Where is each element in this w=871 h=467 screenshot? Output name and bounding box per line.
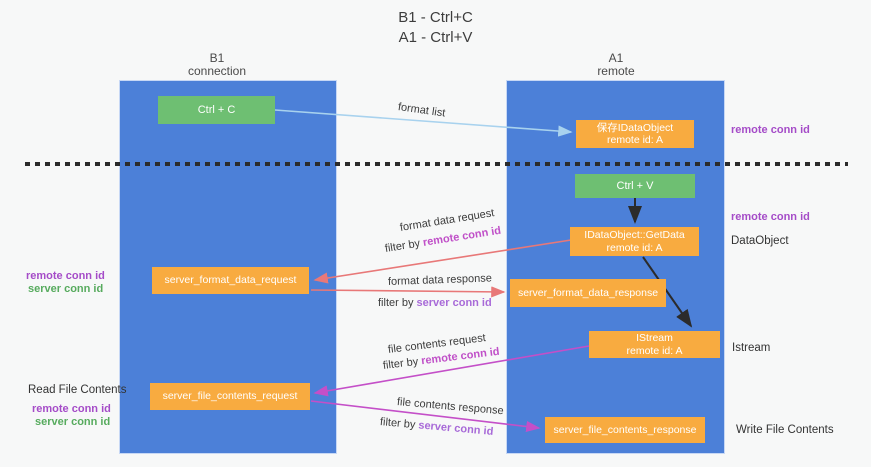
server-format-data-response-label: server_format_data_response <box>517 286 659 299</box>
getdata-to-istream-arrow <box>642 256 693 328</box>
column-a1-name: A1 <box>608 51 624 65</box>
left-server-conn-id-2: server conn id <box>35 416 111 428</box>
ctrl-c-box: Ctrl + C <box>158 96 275 124</box>
diagram-title: B1 - Ctrl+C A1 - Ctrl+V <box>0 8 871 48</box>
server-conn-id-text: server conn id <box>416 297 492 309</box>
read-file-contents-label: Read File Contents <box>28 384 127 396</box>
istream-box: IStream remote id: A <box>589 331 720 358</box>
server-file-contents-response-box: server_file_contents_response <box>545 417 705 443</box>
istream-line1: IStream <box>636 332 673 344</box>
right-remote-conn-id-1: remote conn id <box>731 124 810 136</box>
column-header-a1: A1 remote <box>516 52 716 78</box>
server-format-data-request-box: server_format_data_request <box>152 267 309 294</box>
server-file-contents-response-label: server_file_contents_response <box>553 423 697 436</box>
save-dataobject-line2: remote id: A <box>606 134 664 146</box>
format-response-filter-label: filter by server conn id <box>378 297 492 309</box>
server-format-data-request-label: server_format_data_request <box>164 274 297 287</box>
format-list-arrow <box>274 109 573 137</box>
left-remote-conn-id-1: remote conn id <box>26 270 105 282</box>
file-contents-request-arrow <box>313 345 590 397</box>
title-line-2: A1 - Ctrl+V <box>398 29 473 46</box>
getdata-line1: IDataObject::GetData <box>584 229 685 241</box>
column-b1-name: B1 <box>209 51 225 65</box>
file-contents-response-arrow <box>310 400 541 433</box>
getdata-line2: remote id: A <box>606 241 663 254</box>
server-file-contents-request-label: server_file_contents_request <box>162 390 298 403</box>
right-remote-conn-id-2: remote conn id <box>731 211 810 223</box>
ctrl-v-label: Ctrl + V <box>616 180 654 192</box>
ctrl-c-label: Ctrl + C <box>197 104 236 116</box>
ctrl-v-box: Ctrl + V <box>575 174 695 198</box>
write-file-contents-label: Write File Contents <box>736 424 834 436</box>
getdata-box: IDataObject::GetData remote id: A <box>570 227 699 256</box>
format-data-request-arrow <box>313 239 572 284</box>
column-b1-role: connection <box>187 64 247 78</box>
filter-by-text: filter by <box>378 297 417 309</box>
server-file-contents-request-box: server_file_contents_request <box>150 383 310 410</box>
istream-line2: remote id: A <box>626 344 683 357</box>
column-a1-role: remote <box>597 64 635 78</box>
server-format-data-response-box: server_format_data_response <box>510 279 666 307</box>
save-dataobject-line1: 保存IDataObject <box>596 121 674 134</box>
istream-side-label: Istream <box>732 342 771 354</box>
save-dataobject-box: 保存IDataObject remote id: A <box>576 120 694 148</box>
left-server-conn-id-1: server conn id <box>28 283 104 295</box>
title-line-1: B1 - Ctrl+C <box>398 9 473 26</box>
column-header-b1: B1 connection <box>117 52 317 78</box>
format-data-response-arrow <box>310 286 506 298</box>
left-remote-conn-id-2: remote conn id <box>32 403 111 415</box>
dataobject-label: DataObject <box>731 235 789 247</box>
